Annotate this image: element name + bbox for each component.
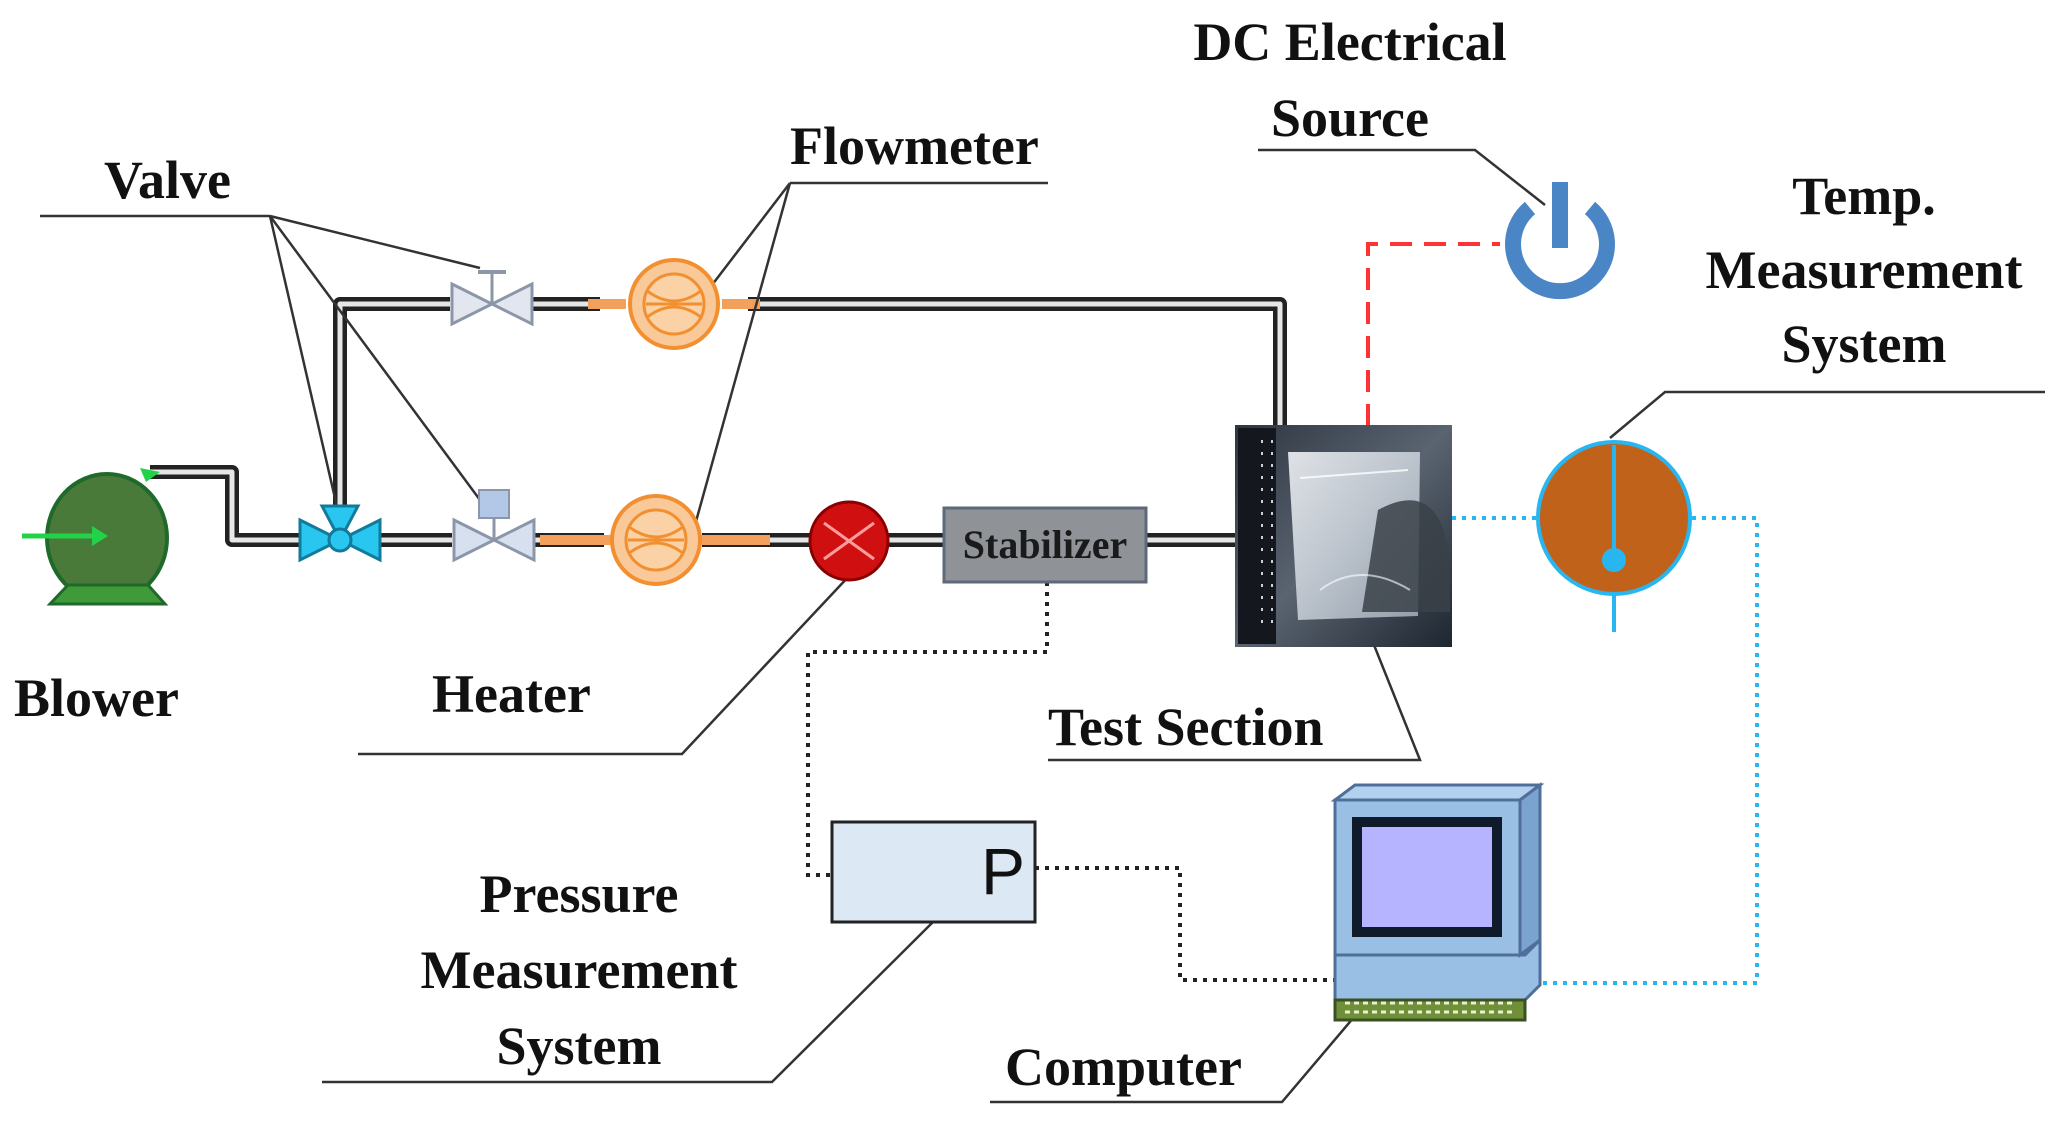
heater-label: Heater [432, 664, 591, 724]
valve-label: Valve [104, 150, 231, 210]
test-section-label: Test Section [1048, 697, 1324, 757]
flowmeter-upper-icon [628, 258, 720, 350]
flowmeter-lower-icon [610, 494, 702, 586]
temperature-sensor-icon [1536, 440, 1692, 632]
temp-signal-line-computer [1540, 516, 1759, 985]
pressure-measurement-box: P [830, 820, 1037, 924]
heater-icon [808, 500, 890, 582]
pressure-system-label-line3: System [497, 1016, 662, 1076]
computer-icon [1330, 782, 1545, 1022]
pressure-symbol: P [981, 834, 1025, 908]
power-signal-line [1366, 242, 1500, 426]
gate-valve-lower-icon[interactable] [452, 489, 536, 563]
piping [150, 297, 1287, 547]
three-way-valve-icon[interactable] [298, 504, 382, 563]
labels: Valve Flowmeter DC Electrical Source Tem… [14, 12, 2022, 1097]
temp-system-label-line3: System [1782, 314, 1947, 374]
test-section-photo [1235, 425, 1452, 647]
gate-valve-upper-icon[interactable] [450, 270, 534, 327]
dc-source-label-line2: Source [1271, 88, 1429, 148]
stabilizer-label: Stabilizer [963, 522, 1127, 567]
dc-source-label-line1: DC Electrical [1193, 12, 1506, 72]
leader-lines [40, 148, 2045, 1104]
signal-lines [806, 242, 1759, 985]
pressure-system-label-line2: Measurement [421, 940, 738, 1000]
power-icon [1505, 182, 1615, 300]
computer-label: Computer [1005, 1037, 1242, 1097]
temp-system-label-line2: Measurement [1706, 240, 2023, 300]
temp-system-label-line1: Temp. [1792, 166, 1936, 226]
blower-icon [22, 468, 169, 606]
pressure-signal-line [806, 582, 1049, 877]
pressure-to-computer-line [1035, 866, 1335, 982]
stabilizer-box: Stabilizer [942, 506, 1148, 584]
flowmeter-label: Flowmeter [790, 116, 1039, 176]
pressure-system-label-line1: Pressure [480, 864, 679, 924]
blower-label: Blower [14, 668, 179, 728]
